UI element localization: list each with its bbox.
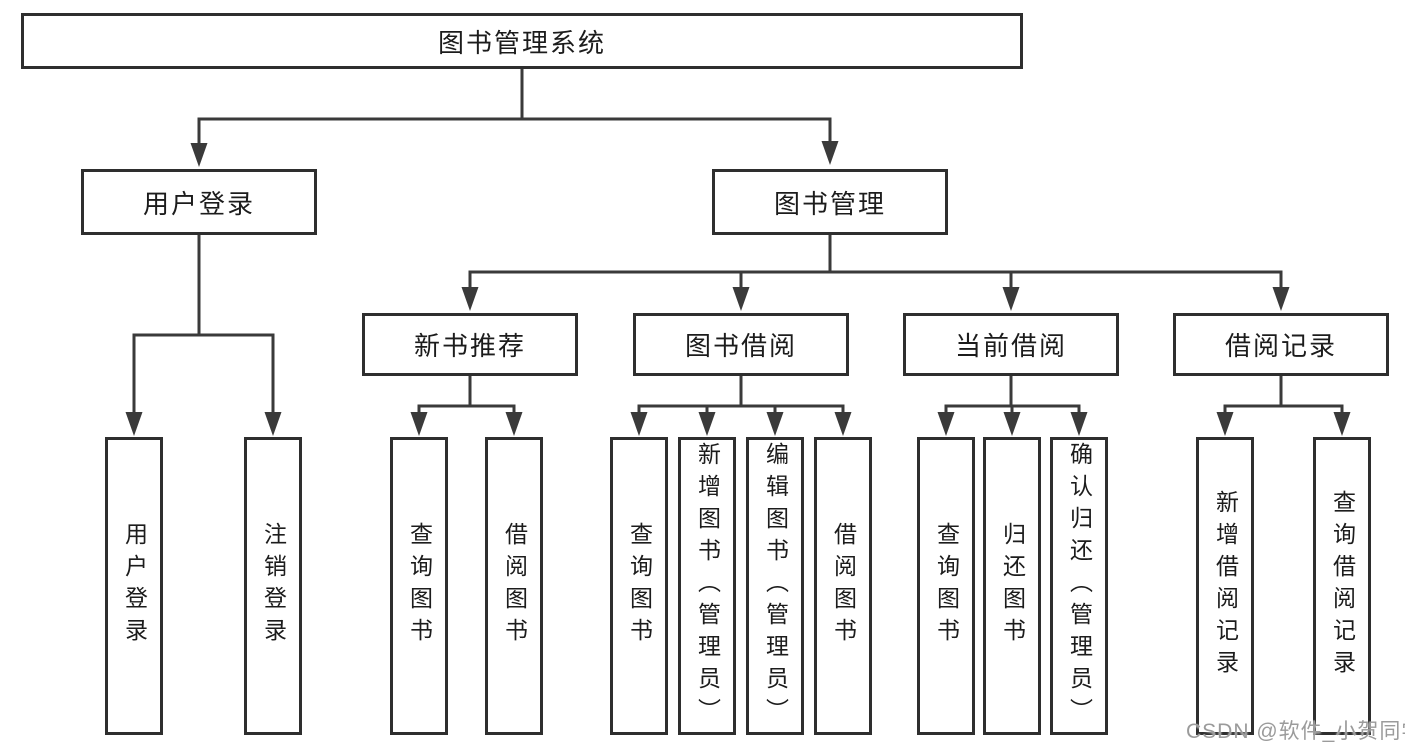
leaf-edit-books-admin-label: 编辑图书（管理员） (762, 442, 789, 730)
leaf-return-books-label: 归还图书 (999, 522, 1026, 650)
node-book-borrow-label: 图书借阅 (684, 331, 797, 361)
node-new-book-recommend-label: 新书推荐 (413, 331, 526, 361)
leaf-user-login: 用户登录 (105, 437, 163, 735)
leaf-logout: 注销登录 (244, 437, 302, 735)
node-current-borrow-label: 当前借阅 (954, 331, 1067, 361)
leaf-borrow-books-recommend-label: 借阅图书 (501, 522, 528, 650)
node-book-management-label: 图书管理 (773, 188, 886, 219)
leaf-query-books-recommend: 查询图书 (390, 437, 448, 735)
connector-borrow-records-children (1216, 376, 1351, 436)
node-borrow-records-label: 借阅记录 (1224, 331, 1337, 361)
node-user-login-label: 用户登录 (142, 188, 255, 219)
leaf-query-books-current: 查询图书 (917, 437, 975, 735)
leaf-query-borrow-record-label: 查询借阅记录 (1329, 490, 1356, 682)
node-root-label: 图书管理系统 (437, 27, 606, 58)
leaf-query-books-borrow-label: 查询图书 (626, 522, 653, 650)
leaf-add-books-admin-label: 新增图书（管理员） (694, 442, 721, 730)
node-book-management: 图书管理 (712, 169, 948, 235)
connector-user-login-children (125, 235, 282, 436)
node-new-book-recommend: 新书推荐 (362, 313, 578, 376)
csdn-watermark: CSDN @软件_小贺同学 (1186, 720, 1405, 743)
connector-new-book-recommend-children (410, 376, 523, 436)
leaf-query-borrow-record: 查询借阅记录 (1313, 437, 1371, 735)
node-current-borrow: 当前借阅 (903, 313, 1119, 376)
leaf-logout-label: 注销登录 (260, 522, 287, 650)
node-borrow-records: 借阅记录 (1173, 313, 1389, 376)
leaf-edit-books-admin: 编辑图书（管理员） (746, 437, 804, 735)
leaf-confirm-return-admin-label: 确认归还（管理员） (1066, 442, 1093, 730)
leaf-add-borrow-record: 新增借阅记录 (1196, 437, 1254, 735)
leaf-query-books-current-label: 查询图书 (933, 522, 960, 650)
leaf-confirm-return-admin: 确认归还（管理员） (1050, 437, 1108, 735)
node-root-system: 图书管理系统 (21, 13, 1023, 69)
leaf-add-borrow-record-label: 新增借阅记录 (1212, 490, 1239, 682)
leaf-user-login-label: 用户登录 (121, 522, 148, 650)
leaf-borrow-books-recommend: 借阅图书 (485, 437, 543, 735)
leaf-borrow-books: 借阅图书 (814, 437, 872, 735)
connector-root-to-level2 (190, 69, 839, 167)
leaf-return-books: 归还图书 (983, 437, 1041, 735)
node-book-borrow: 图书借阅 (633, 313, 849, 376)
leaf-borrow-books-label: 借阅图书 (830, 522, 857, 650)
leaf-add-books-admin: 新增图书（管理员） (678, 437, 736, 735)
connector-current-borrow-children (937, 376, 1088, 436)
node-user-login: 用户登录 (81, 169, 317, 235)
leaf-query-books-borrow: 查询图书 (610, 437, 668, 735)
leaf-query-books-recommend-label: 查询图书 (406, 522, 433, 650)
connector-book-borrow-children (630, 376, 852, 436)
connector-book-management-children (461, 235, 1290, 311)
